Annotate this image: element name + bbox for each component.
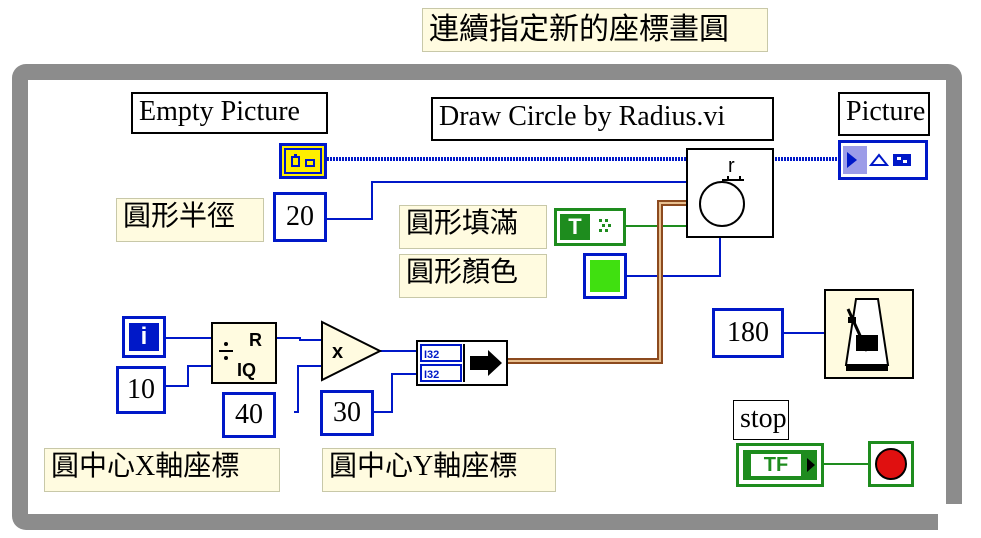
multiplier-constant[interactable]: 40: [222, 392, 276, 438]
fill-boolean-constant[interactable]: T: [554, 208, 626, 246]
wait-ms-node[interactable]: [824, 289, 914, 379]
bundle-i32-top: I32: [424, 349, 439, 361]
quotient-iq-text: IQ: [237, 360, 256, 380]
stop-label: stop: [733, 400, 789, 440]
center-x-label: 圓中心X軸座標: [44, 448, 280, 492]
empty-picture-icon: [284, 148, 322, 174]
fill-boolean-dots-icon: [599, 219, 611, 232]
bundle-node[interactable]: I32 I32: [416, 340, 508, 386]
empty-picture-label: Empty Picture: [131, 92, 328, 134]
fill-boolean-true: T: [560, 214, 590, 240]
circle-fill-label: 圓形填滿: [399, 205, 547, 249]
stop-button-icon: [875, 448, 907, 480]
while-loop-frame[interactable]: [12, 64, 962, 530]
color-swatch: [590, 260, 620, 292]
circle-color-label: 圓形顏色: [399, 254, 547, 298]
divisor-constant[interactable]: 10: [116, 366, 166, 414]
stop-control-tf: TF: [751, 454, 801, 476]
bundle-i32-bottom: I32: [424, 369, 439, 381]
stop-control-arrow-icon: [807, 458, 815, 472]
y-coord-constant[interactable]: 30: [320, 390, 374, 436]
draw-circle-vi-node[interactable]: r: [686, 148, 774, 238]
picture-indicator-icon: [843, 146, 911, 174]
picture-label: Picture: [838, 92, 930, 136]
diagram-title: 連續指定新的座標畫圓: [422, 8, 768, 52]
draw-circle-vi-label: Draw Circle by Radius.vi: [431, 97, 774, 141]
empty-picture-constant[interactable]: [279, 143, 327, 179]
picture-indicator[interactable]: [838, 140, 928, 180]
color-constant[interactable]: [583, 253, 627, 299]
multiply-text: x: [332, 341, 343, 363]
loop-condition-terminal[interactable]: [868, 441, 914, 487]
circle-r-text: r: [728, 155, 735, 177]
iteration-i: i: [129, 323, 159, 351]
multiply-icon: x: [321, 320, 383, 382]
bundle-icon: I32 I32: [420, 344, 502, 382]
center-y-label: 圓中心Y軸座標: [322, 448, 556, 492]
multiply-node[interactable]: x: [320, 320, 383, 382]
iteration-terminal[interactable]: i: [122, 316, 166, 358]
quotient-r-text: R: [249, 330, 262, 350]
wait-ms-constant[interactable]: 180: [712, 308, 784, 358]
quotient-remainder-node[interactable]: R IQ: [211, 322, 277, 384]
radius-constant[interactable]: 20: [273, 192, 327, 242]
quotient-icon: R IQ: [219, 330, 262, 380]
circle-icon: r: [699, 155, 745, 227]
loop-frame-corner: [938, 504, 968, 532]
stop-control[interactable]: TF: [736, 443, 824, 487]
metronome-icon: [844, 298, 890, 371]
circle-radius-label: 圓形半徑: [116, 198, 264, 242]
